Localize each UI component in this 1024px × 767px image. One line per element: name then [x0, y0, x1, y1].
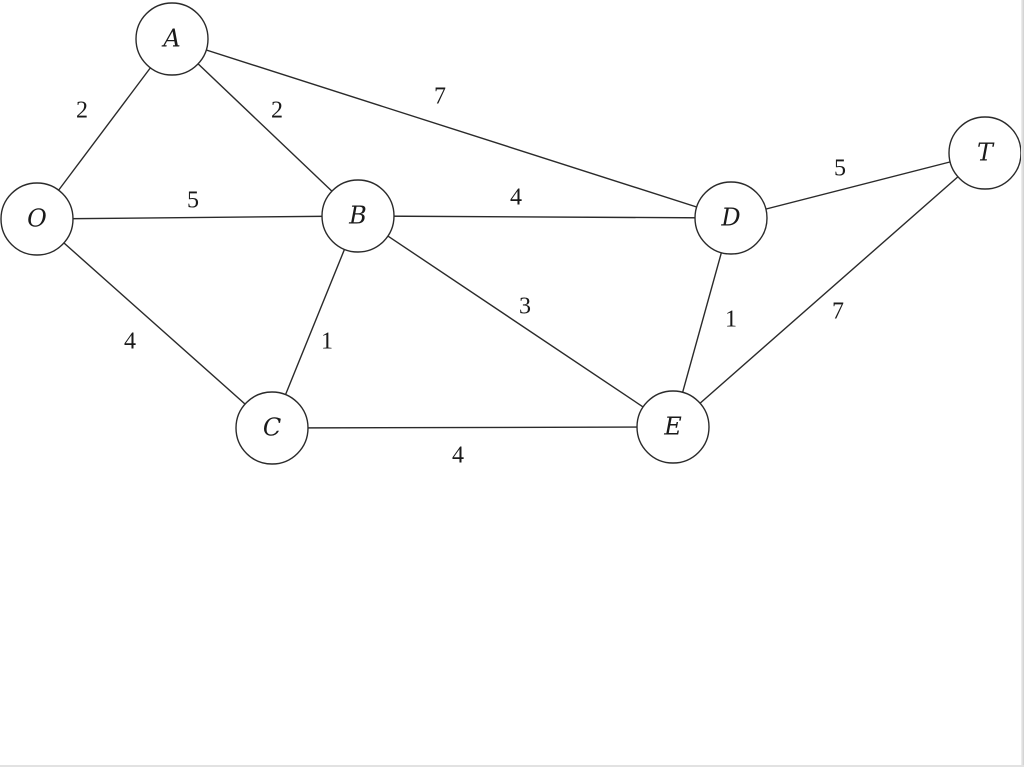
weights-layer: 2 2 7 5 4 1 4 3 4 1 5 7 [76, 84, 846, 469]
edge-o-c [36, 218, 273, 429]
frame-edge-bottom [0, 765, 1024, 767]
edge-weight-o-b: 5 [187, 188, 199, 214]
node-o: O [0, 182, 74, 256]
node-label-c: C [263, 414, 281, 442]
node-circle-a [135, 2, 209, 76]
node-label-a: A [161, 25, 180, 53]
edge-weight-c-e: 4 [452, 443, 464, 469]
edge-weight-o-a: 2 [76, 98, 88, 124]
node-c: C [235, 391, 309, 465]
edge-b-d [357, 215, 732, 219]
node-circle-d [694, 181, 768, 255]
edge-b-e [357, 215, 674, 428]
node-circle-o [0, 182, 74, 256]
edges-layer [36, 38, 986, 429]
edge-weight-b-c: 1 [321, 329, 333, 355]
node-label-o: O [27, 205, 47, 233]
edge-weight-d-t: 5 [834, 156, 846, 182]
node-b: B [321, 179, 395, 253]
edge-a-b [171, 38, 359, 217]
node-label-e: E [663, 413, 682, 441]
nodes-layer: A O B C D E T [0, 2, 1022, 465]
edge-weight-a-b: 2 [271, 98, 283, 124]
node-circle-e [636, 390, 710, 464]
node-label-d: D [720, 204, 740, 232]
frame-edge-right [1021, 0, 1024, 767]
edge-o-b [36, 215, 359, 220]
edge-c-e [271, 426, 674, 429]
edge-e-t [672, 152, 986, 428]
edge-weight-b-e: 3 [519, 294, 531, 320]
edge-d-t [730, 152, 986, 219]
edge-weight-a-d: 7 [434, 84, 446, 110]
edge-weight-d-e: 1 [725, 307, 737, 333]
edge-b-c [271, 215, 359, 429]
node-label-b: B [348, 202, 367, 230]
node-label-t: T [977, 139, 995, 167]
edge-o-a [36, 38, 173, 220]
node-circle-b [321, 179, 395, 253]
node-circle-c [235, 391, 309, 465]
node-d: D [694, 181, 768, 255]
node-t: T [948, 116, 1022, 190]
edge-weight-e-t: 7 [832, 299, 844, 325]
node-e: E [636, 390, 710, 464]
edge-weight-o-c: 4 [124, 329, 136, 355]
edge-weight-b-d: 4 [510, 185, 522, 211]
edge-a-d [171, 38, 732, 219]
node-a: A [135, 2, 209, 76]
